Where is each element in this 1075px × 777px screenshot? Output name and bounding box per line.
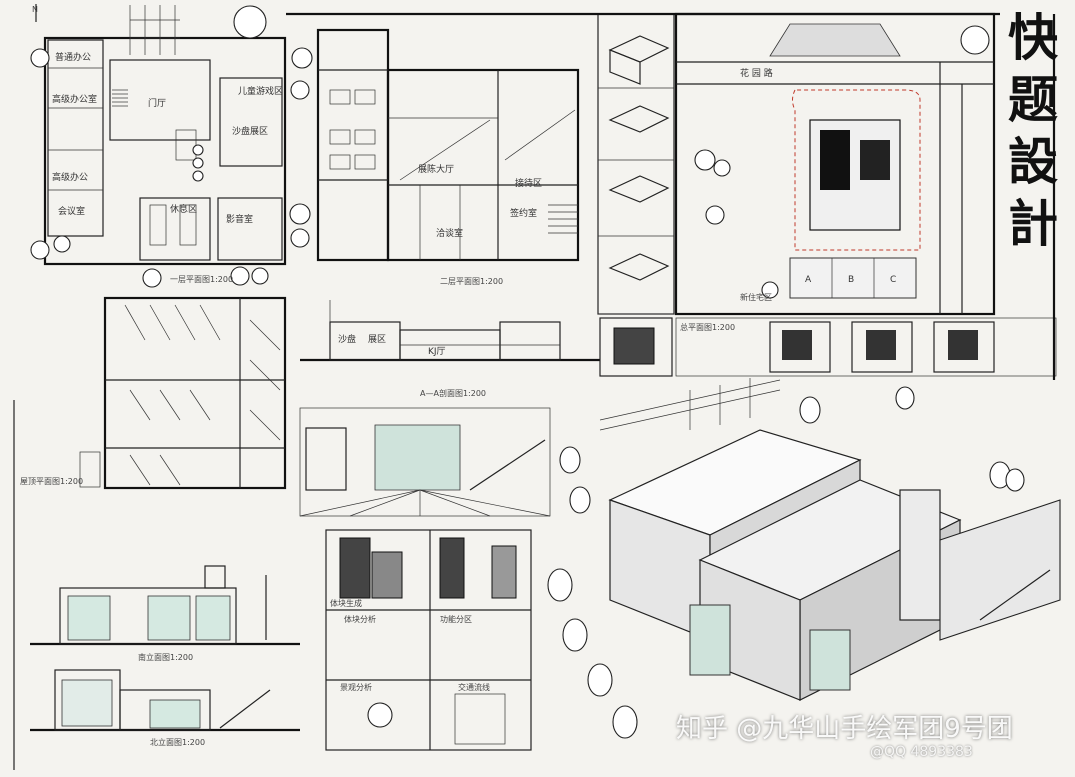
title-char-1: 快 [1008,8,1058,67]
south-elevation: 南立面图1:200 [30,565,300,662]
axonometric-view [547,378,1061,739]
room-label-meeting: 会议室 [58,205,85,217]
first-floor-plan: N 普通办公 高级办公室 高级办公 会议室 门厅 沙盘展区 儿童游戏区 休息区 … [30,4,313,288]
room-label-exhibit-hall: 展陈大厅 [418,163,454,175]
analysis-label-step-4: 交通流线 [458,682,490,692]
title-char-3: 設 [1008,132,1058,191]
north-elevation: 北立面图1:200 [30,669,300,747]
site-label-road: 花 园 路 [740,67,773,79]
watermark-subtext: @QQ 4893383 [870,744,973,760]
watermark-text: 知乎 @九华山手绘军团9号团 [676,714,1013,744]
site-label-block-b: B [848,275,854,285]
analysis-label-step-1: 体块分析 [344,614,376,624]
site-label-block-c: C [890,275,896,285]
caption-elev-north: 北立面图1:200 [150,737,205,747]
room-label-exhibit-1: 沙盘展区 [232,125,268,137]
title-char-4: 計 [1008,194,1058,253]
section-aa: 沙盘 展区 KJ厅 A—A剖面图1:200 [300,300,600,398]
interior-perspective [299,407,551,517]
caption-elev-south: 南立面图1:200 [138,652,193,662]
analysis-label-concept: 体块生成 [330,598,362,608]
svg-text:N: N [32,5,38,14]
svg-text:KJ厅: KJ厅 [428,346,446,357]
caption-plan-1: 一层平面图1:200 [170,275,233,284]
room-label-negotiation: 洽谈室 [436,227,463,239]
room-label-exhibit-2: 儿童游戏区 [238,85,283,97]
title-char-2: 题 [1008,70,1058,129]
room-label-office-3: 高级办公 [52,171,88,183]
analysis-label-step-3: 景观分析 [340,682,372,692]
room-label-reception: 接待区 [515,177,542,189]
room-label-lobby: 门厅 [148,97,166,109]
massing-column [597,13,675,377]
analysis-label-step-2: 功能分区 [440,614,472,624]
room-label-av: 影音室 [226,213,253,225]
caption-site-plan: 总平面图1:200 [680,322,735,332]
plan-thumbnails [675,317,1057,377]
svg-text:展区: 展区 [368,334,386,345]
roof-plan: 屋顶平面图1:200 [20,296,287,490]
room-label-cafe: 休息区 [170,203,197,215]
room-label-office-1: 普通办公 [55,51,91,63]
svg-text:沙盘: 沙盘 [338,333,356,345]
caption-roof-plan: 屋顶平面图1:200 [20,477,83,486]
room-label-office-2: 高级办公室 [52,93,97,105]
site-plan: 花 园 路 A B C 新住宅区 总平面图1:200 [674,12,996,332]
site-label-block-a: A [805,275,812,285]
caption-section: A—A剖面图1:200 [420,388,486,398]
room-label-sales: 签约室 [510,207,537,219]
second-floor-plan: 展陈大厅 接待区 洽谈室 签约室 二层平面图1:200 [316,28,580,286]
board-title: 快 题 設 計 [1000,8,1066,270]
caption-plan-2: 二层平面图1:200 [440,277,503,286]
analysis-diagrams: 体块生成 体块分析 功能分区 景观分析 交通流线 [325,529,532,751]
site-label-residential: 新住宅区 [740,292,772,302]
